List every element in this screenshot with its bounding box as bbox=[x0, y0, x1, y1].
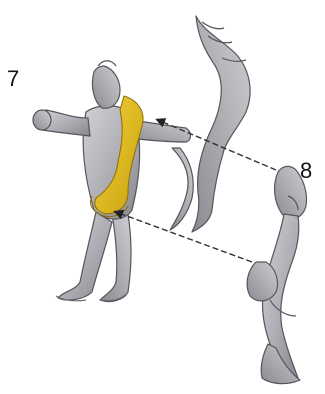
bow-illustration bbox=[170, 16, 250, 232]
arrow-lower bbox=[116, 212, 252, 262]
accessory-part bbox=[247, 166, 306, 383]
assembly-arrows bbox=[116, 120, 276, 262]
